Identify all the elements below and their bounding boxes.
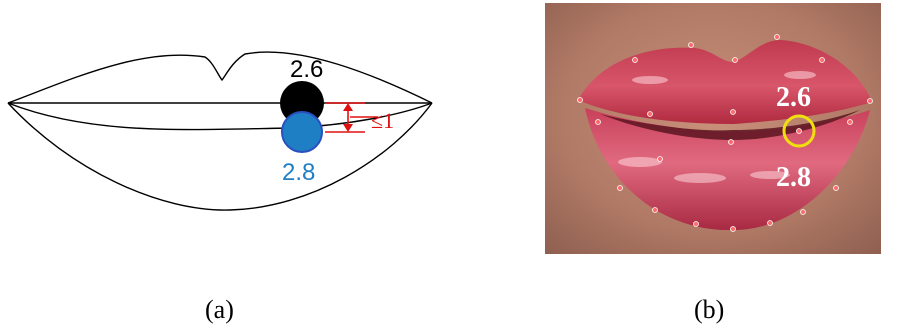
landmark-dot <box>648 112 653 117</box>
landmark-dot <box>731 227 736 232</box>
panel-b: 2.6 2.8 (b) <box>545 3 881 324</box>
landmark-dot <box>689 43 694 48</box>
landmark-dot <box>596 120 601 125</box>
panel-a: ≤1 2.6 2.8 (a) <box>8 52 432 324</box>
landmark-dot <box>733 58 738 63</box>
landmark-dot <box>775 35 780 40</box>
landmark-dot <box>658 157 663 162</box>
dimension-arrow-down <box>343 124 353 132</box>
landmark-dot <box>633 58 638 63</box>
lip-photo <box>545 3 881 254</box>
panel-b-caption: (b) <box>694 295 724 324</box>
lower-point-label: 2.8 <box>282 159 315 186</box>
landmark-dot <box>868 99 873 104</box>
landmark-dot <box>768 221 773 226</box>
landmark-dot <box>848 120 853 125</box>
photo-upper-label: 2.6 <box>776 82 811 113</box>
distance-label: ≤1 <box>371 108 394 133</box>
landmark-dot <box>694 222 699 227</box>
upper-point-label: 2.6 <box>290 56 323 83</box>
landmark-dot <box>729 140 734 145</box>
upper-lip-outline <box>8 52 432 103</box>
landmark-dot <box>618 186 623 191</box>
landmark-dot <box>578 98 583 103</box>
dimension-arrow-up <box>343 103 353 111</box>
landmark-dot <box>653 208 658 213</box>
landmark-dot <box>797 129 802 134</box>
landmark-dot <box>731 110 736 115</box>
lower-landmark-point <box>282 112 322 152</box>
panel-a-caption: (a) <box>205 295 234 324</box>
landmark-dot <box>834 186 839 191</box>
photo-lower-label: 2.8 <box>776 162 811 193</box>
landmark-dot <box>801 210 806 215</box>
landmark-dot <box>820 58 825 63</box>
